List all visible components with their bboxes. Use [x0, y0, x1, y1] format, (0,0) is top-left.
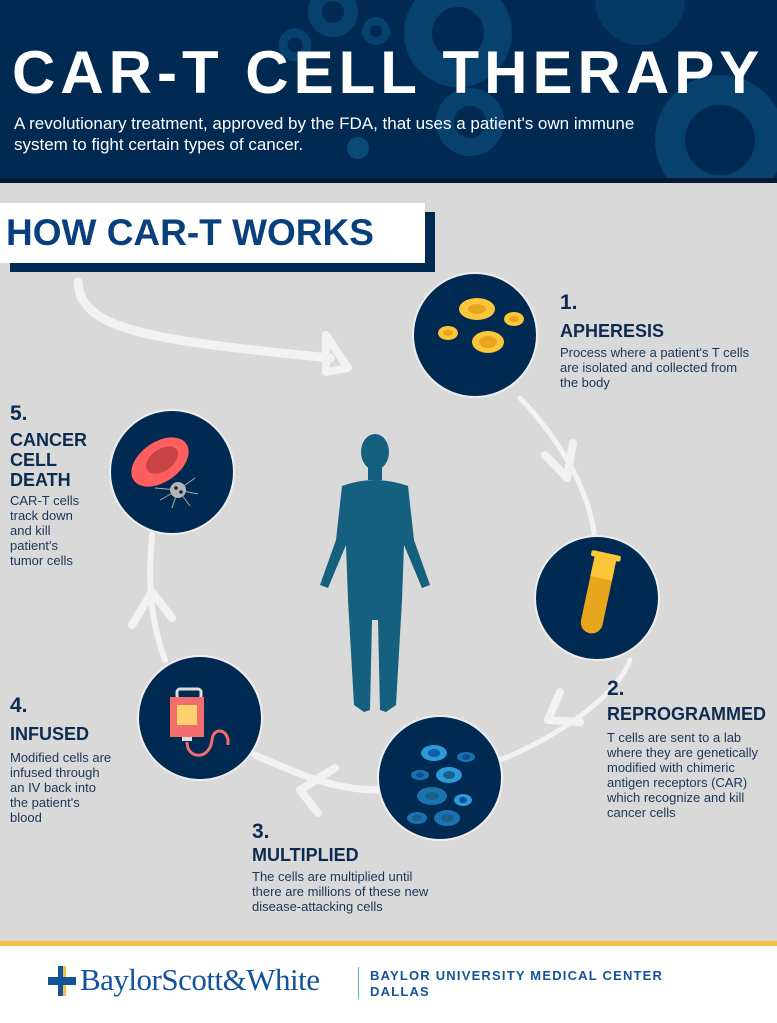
cycle-arc-3-4	[251, 751, 382, 794]
footer-accent-line	[0, 941, 777, 946]
page-title: CAR-T CELL THERAPY	[12, 39, 765, 106]
human-body-silhouette	[320, 434, 430, 712]
step-2-title: REPROGRAMMED	[607, 704, 767, 724]
step-5-number: 5.	[10, 402, 28, 425]
step-5-description: CAR-T cells track down and kill patient'…	[10, 493, 80, 568]
footer-divider	[358, 967, 359, 999]
arrow-left-down-icon	[544, 688, 584, 726]
step-4-number: 4.	[10, 694, 28, 717]
bubble-decoration	[278, 0, 777, 178]
baylor-cross-icon	[48, 966, 76, 996]
center-line-1: BAYLOR UNIVERSITY MEDICAL CENTER	[370, 968, 664, 983]
page-subtitle: A revolutionary treatment, approved by t…	[14, 114, 635, 154]
step-1-title: APHERESIS	[560, 321, 665, 341]
footer	[0, 946, 777, 1023]
center-line-2: DALLAS	[370, 984, 430, 999]
blood-cells-icon	[412, 272, 538, 398]
cycle-arc-2-3	[497, 657, 633, 763]
step-4-description: Modified cells are infused through an IV…	[10, 750, 112, 825]
intro-arrow-path	[73, 277, 335, 363]
step-3-number: 3.	[252, 820, 270, 843]
step-1-number: 1.	[560, 291, 578, 314]
medical-center-name: BAYLOR UNIVERSITY MEDICAL CENTER DALLAS	[370, 968, 663, 1000]
step-2-description: T cells are sent to a lab where they are…	[607, 730, 759, 820]
arrow-up-icon	[128, 588, 176, 629]
test-tube-icon	[534, 535, 660, 661]
step-3-title: MULTIPLIED	[252, 845, 359, 865]
multiplied-cells-icon	[377, 715, 503, 841]
step-2-number: 2.	[607, 677, 625, 700]
section-title: HOW CAR-T WORKS	[6, 212, 374, 253]
iv-bag-icon	[137, 655, 263, 781]
baylor-scott-white-logo: BaylorScott&White	[80, 962, 320, 997]
step-4-title: INFUSED	[10, 724, 90, 744]
header-banner	[0, 0, 777, 178]
step-3-description: The cells are multiplied until there are…	[252, 869, 429, 914]
header-divider	[0, 178, 777, 183]
cancer-cell-icon	[109, 409, 235, 535]
cycle-diagram	[73, 272, 660, 841]
intro-arrow-head-icon	[322, 331, 352, 376]
step-1-description: Process where a patient's T cells are is…	[560, 345, 750, 390]
arrow-down-icon	[541, 439, 577, 482]
section-title-box	[0, 203, 425, 263]
arrow-left-icon	[296, 764, 339, 817]
step-5-title: CANCER CELL DEATH	[10, 430, 88, 490]
